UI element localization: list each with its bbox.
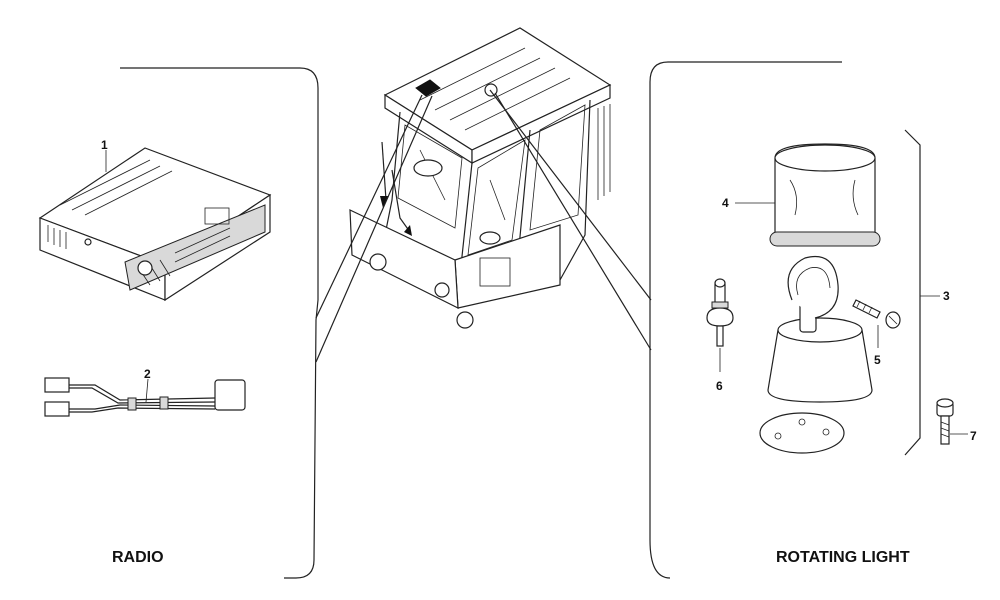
- operator-cab: [349, 27, 612, 329]
- radio-unit: [38, 147, 272, 302]
- assembly-bracket-3: [904, 129, 921, 456]
- rotating-light-caption: ROTATING LIGHT: [776, 549, 910, 566]
- cap-screw: [936, 398, 954, 445]
- halogen-bulb: [706, 278, 734, 347]
- callout-6: 6: [716, 379, 723, 393]
- projection-line-radio-a: [315, 94, 423, 319]
- reflector-mirror: [787, 256, 839, 319]
- callout-4: 4: [722, 196, 729, 210]
- harness-install-arrow: [391, 169, 411, 233]
- projection-line-radio-b: [315, 95, 433, 363]
- light-section-bracket: [649, 61, 842, 579]
- callout-1: 1: [101, 138, 108, 152]
- callout-3: 3: [943, 289, 950, 303]
- radio-caption: RADIO: [112, 549, 164, 566]
- projection-line-light-a: [489, 89, 652, 301]
- beacon-mount-point: [484, 83, 498, 97]
- radio-section-bracket: [120, 67, 319, 579]
- leader-line-2: [145, 378, 149, 403]
- wiring-harness: [44, 377, 246, 417]
- beacon-base: [767, 256, 873, 403]
- wood-screw: [852, 299, 901, 329]
- callout-7: 7: [970, 429, 977, 443]
- radio-location-marker: [415, 79, 441, 97]
- radio-install-arrow: [381, 141, 387, 201]
- callout-5: 5: [874, 353, 881, 367]
- mounting-plate: [759, 412, 845, 454]
- callout-2: 2: [144, 367, 151, 381]
- projection-line-light-b: [494, 92, 652, 351]
- dome-lens: [769, 143, 881, 247]
